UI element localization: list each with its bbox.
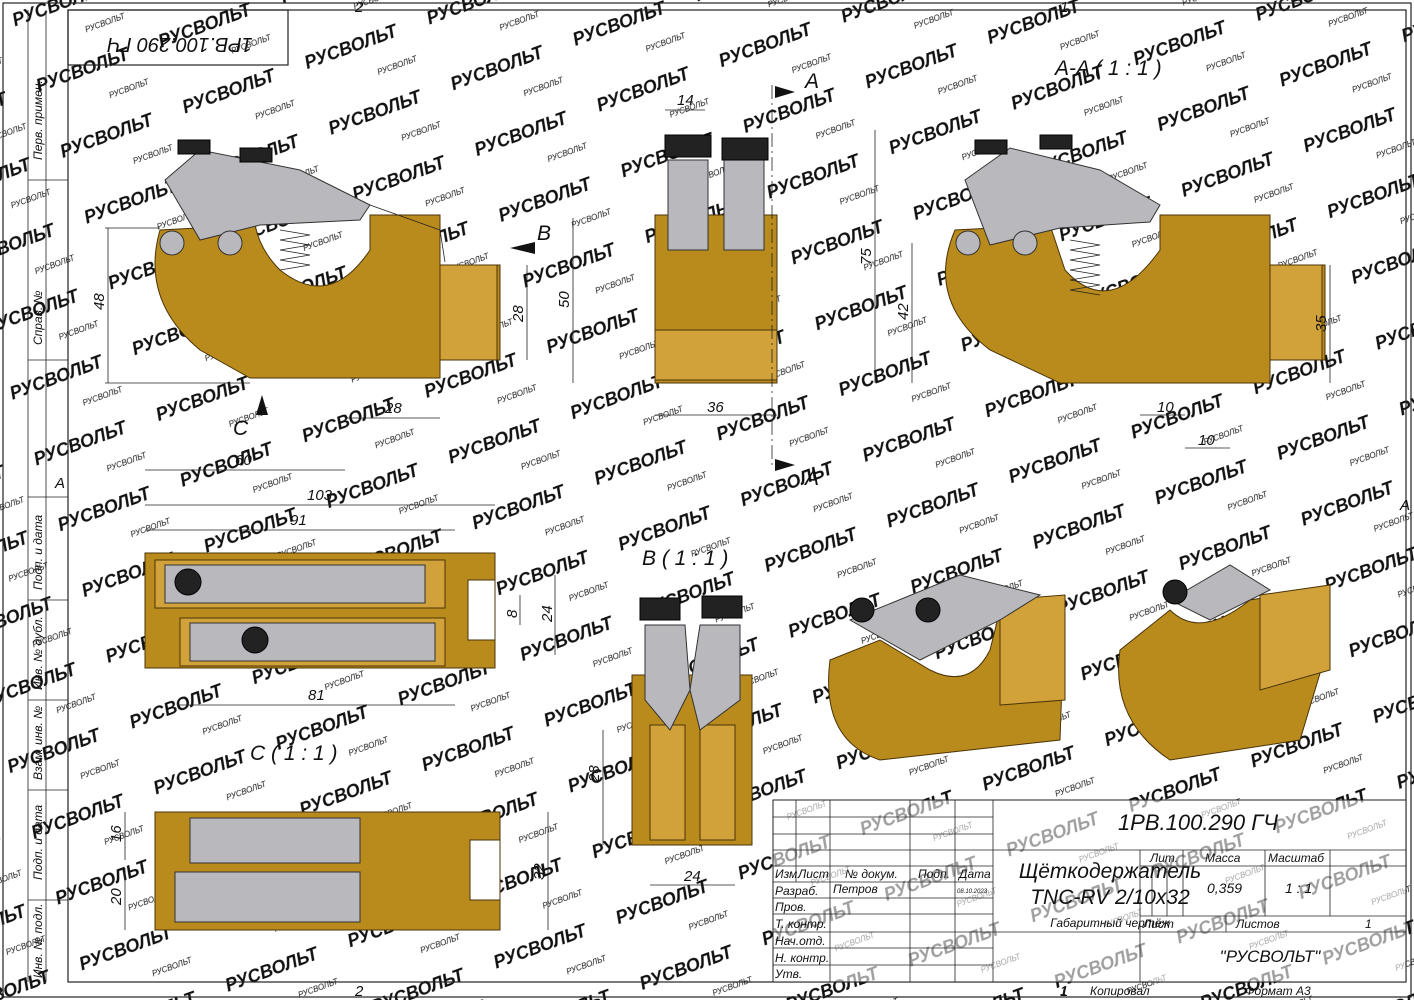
view-arrow-icon xyxy=(256,395,268,415)
date: 08.10.2023 xyxy=(957,889,988,895)
section-mark: A xyxy=(803,70,819,93)
dim-label: 103 xyxy=(307,487,333,504)
dim-label: 50 xyxy=(556,291,573,308)
strip-label: Справ. № xyxy=(31,290,45,345)
row-label: Т. контр. xyxy=(775,917,827,931)
view-b: B ( 1 : 1 ) 28 24 xyxy=(586,547,753,886)
strip-label: Инв. № подл. xyxy=(31,904,45,978)
title-block: 1РВ.100.290 ГЧ Щёткодержатель TNC-RV 2/1… xyxy=(772,799,1407,998)
row-label: Пров. xyxy=(775,900,807,914)
knob-icon xyxy=(1039,134,1073,150)
row-label: Нач.отд. xyxy=(775,934,826,948)
zone-marker: 1 xyxy=(1060,0,1068,16)
product-name: Щёткодержатель xyxy=(1019,860,1201,883)
col-header: Лист xyxy=(797,867,829,881)
dim-label: 28 xyxy=(586,765,603,783)
strip-label: Взам. инв. № xyxy=(31,706,45,780)
row-label: Н. контр. xyxy=(775,951,829,965)
isometric-view-2 xyxy=(1118,564,1331,761)
col-header: Подп. xyxy=(918,867,950,881)
zone-marker: A xyxy=(1399,497,1410,514)
dim-label: 10 xyxy=(1157,399,1174,416)
view-c: C ( 1 : 1 ) 16 20 32 xyxy=(108,742,549,931)
view-label: C xyxy=(233,417,249,440)
copied-label: Копировал xyxy=(1090,984,1150,998)
knob-icon xyxy=(639,597,681,621)
col-header: Дата xyxy=(957,867,991,881)
isometric-view-1 xyxy=(828,574,1066,761)
strip-label: Перв. примен. xyxy=(31,80,45,160)
dim-label: 48 xyxy=(91,293,108,310)
knob-icon xyxy=(239,147,273,163)
dim-label: 24 xyxy=(683,868,701,885)
knob-icon xyxy=(974,139,1008,155)
dim-label: 32 xyxy=(531,863,548,880)
sheet-label: Лист xyxy=(1142,917,1174,931)
mass-value: 0,359 xyxy=(1207,880,1242,896)
view-label: B xyxy=(537,222,551,245)
dim-label: 42 xyxy=(895,303,912,320)
sheets-count: 1 xyxy=(1365,917,1372,931)
dim-label: 28 xyxy=(384,400,402,417)
product-model: TNC-RV 2/10x32 xyxy=(1030,886,1190,909)
document-type: Габаритный чертёж xyxy=(1050,916,1170,930)
format-label: Формат А3 xyxy=(1245,984,1311,998)
view-arrow-icon xyxy=(510,242,535,254)
knob-icon xyxy=(177,139,211,155)
copied-num: 1 xyxy=(1060,984,1067,998)
rotated-stamp: 1РВ.100.290 ГЧ xyxy=(107,33,253,55)
scale-label: Масштаб xyxy=(1268,851,1325,865)
knob-icon xyxy=(701,595,743,619)
col-header: № докум. xyxy=(845,867,898,881)
view-title: A-A ( 1 : 1 ) xyxy=(1053,57,1162,80)
side-view: 14 36 A A xyxy=(654,70,819,490)
dim-label: 8 xyxy=(504,609,521,618)
dim-label: 91 xyxy=(290,512,307,529)
dim-label: 60 xyxy=(235,452,252,469)
inner-frame xyxy=(67,9,1407,983)
strip-label: Подп. и дата xyxy=(31,805,45,880)
strip-label: Подп. и дата xyxy=(31,515,45,590)
zone-marker: A xyxy=(54,475,65,492)
section-mark: A xyxy=(803,467,819,490)
dim-label: 28 xyxy=(510,305,527,323)
company-name: "РУСВОЛЬТ" xyxy=(1220,947,1322,966)
col-header: Изм. xyxy=(775,867,801,881)
knob-icon xyxy=(664,134,712,158)
dim-label: 24 xyxy=(539,605,556,623)
view-title: C ( 1 : 1 ) xyxy=(250,742,338,765)
view-title: B ( 1 : 1 ) xyxy=(642,547,728,570)
scale-value: 1 : 1 xyxy=(1285,880,1312,896)
developer-name: Петров xyxy=(833,882,878,896)
dim-label: 20 xyxy=(108,888,125,906)
dim-label: 75 xyxy=(858,248,875,265)
knob-icon xyxy=(721,137,769,161)
row-label: Утв. xyxy=(774,967,802,981)
lit-label: Лит. xyxy=(1149,851,1178,865)
strip-label: Инв. № дубл. xyxy=(31,616,45,690)
zone-marker: 2 xyxy=(354,0,364,16)
dim-label: 36 xyxy=(707,399,724,416)
row-label: Разраб. xyxy=(775,884,818,898)
dim-label: 16 xyxy=(108,825,125,842)
dim-label: 14 xyxy=(677,92,694,109)
dim-label: 10 xyxy=(1198,432,1215,449)
zone-marker: 1 xyxy=(1060,983,1068,1000)
side-strip: Перв. примен. Справ. № Подп. и дата Инв.… xyxy=(27,10,68,982)
mass-label: Масса xyxy=(1205,851,1241,865)
drawing-designation: 1РВ.100.290 ГЧ xyxy=(1118,810,1278,835)
dim-label: 81 xyxy=(308,687,325,704)
top-view: 103 91 81 8 24 xyxy=(144,487,556,706)
front-view: 48 60 28 28 50 B C xyxy=(91,139,574,471)
sheets-label: Листов xyxy=(1235,917,1280,931)
zone-marker: 2 xyxy=(354,983,364,1000)
rotated-stamp-box xyxy=(67,9,289,66)
dim-label: 35 xyxy=(1313,315,1330,332)
section-aa-view: A-A ( 1 : 1 ) 75 42 35 10 10 xyxy=(858,57,1331,449)
